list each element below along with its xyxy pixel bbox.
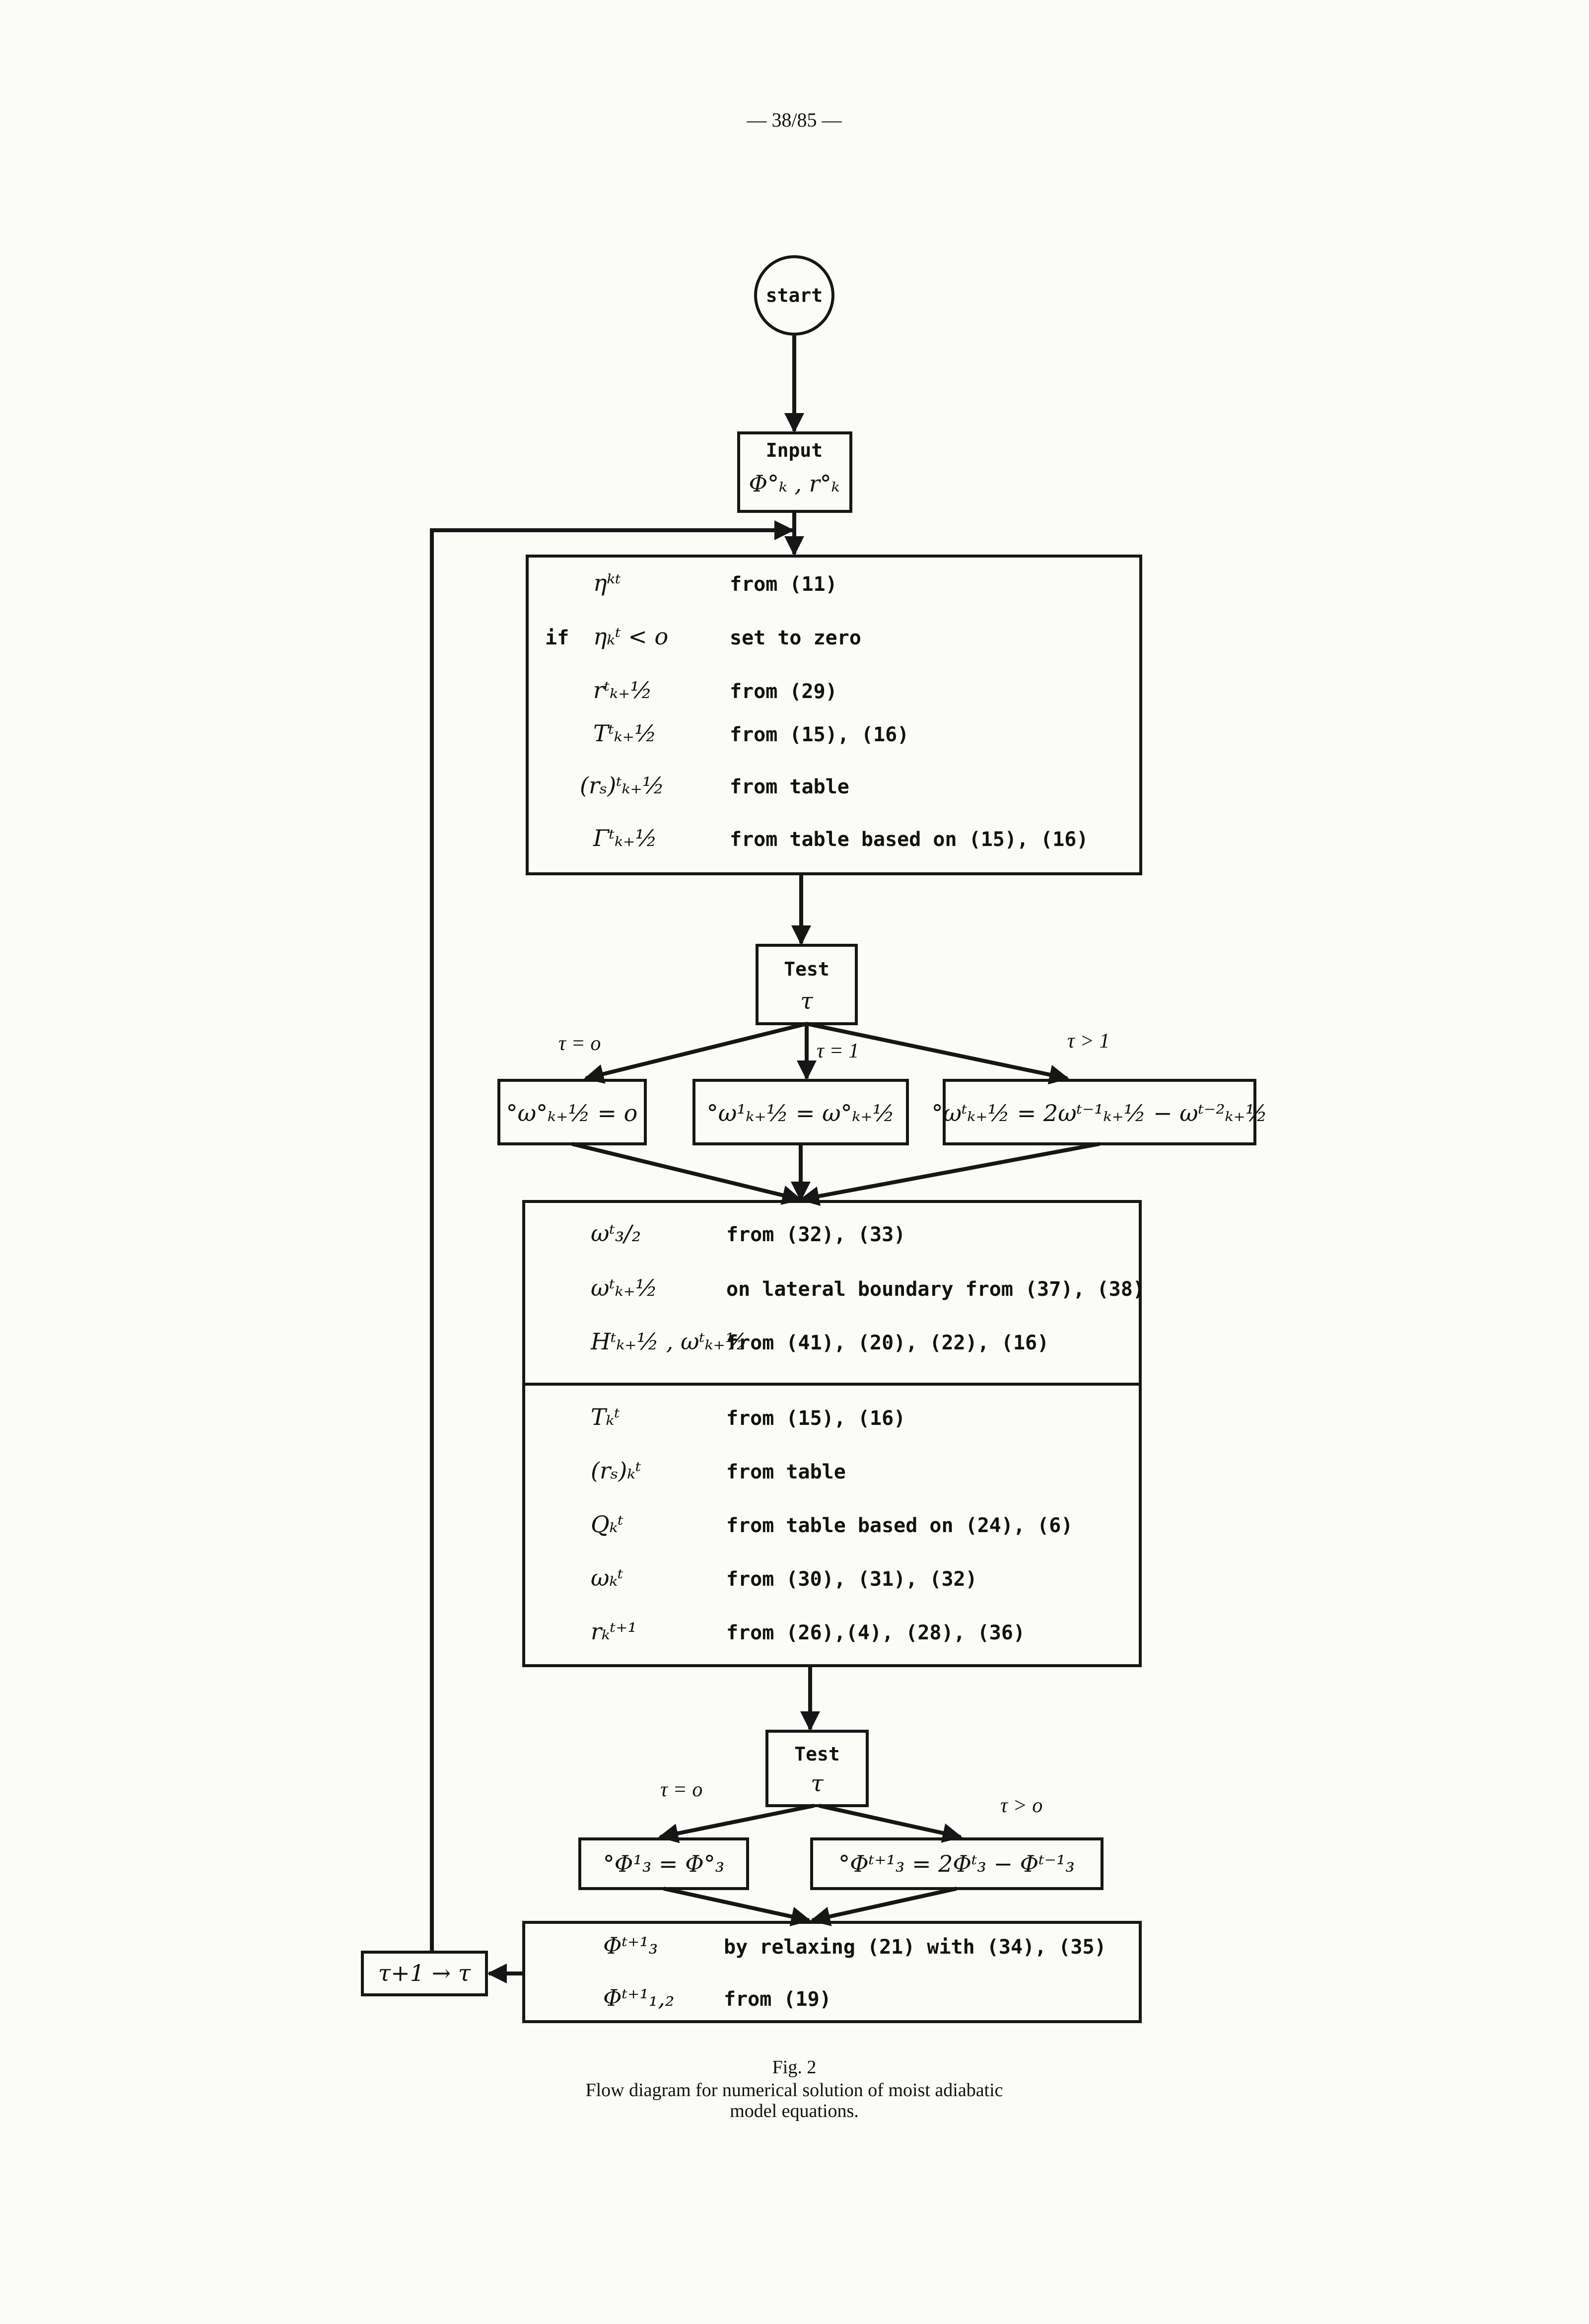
branch2-right-formula: °Φᵗ⁺¹₃ = 2Φᵗ₃ − Φᵗ⁻¹₃ [838,1850,1075,1877]
figure-number: Fig. 2 [772,2057,817,2078]
block2b-formula-2: Qₖᵗ [591,1511,623,1538]
block1-formula-eta-test: ηₖᵗ < o [593,623,668,650]
branch1-mid-formula: °ω¹ₖ₊½ = ω°ₖ₊½ [707,1100,895,1127]
branch1-right-condition: τ > 1 [1067,1030,1109,1053]
increment-label: τ+1 → τ [378,1960,472,1986]
increment-box: τ+1 → τ [361,1951,488,1996]
branch1-right-box: °ωᵗₖ₊½ = 2ωᵗ⁻¹ₖ₊½ − ωᵗ⁻²ₖ₊½ [932,1079,1268,1145]
start-node: start [754,255,834,336]
block1-desc-gamma: from table based on (15), (16) [730,828,1088,851]
branch2-right-box: °Φᵗ⁺¹₃ = 2Φᵗ₃ − Φᵗ⁻¹₃ [810,1837,1104,1890]
block3-desc-0: by relaxing (21) with (34), (35) [724,1936,1106,1959]
block2b-desc-4: from (26),(4), (28), (36) [726,1621,1025,1644]
block1-if-prefix: if [545,627,569,649]
block2b-formula-1: (rₛ)ₖᵗ [591,1457,641,1484]
branch1-right-formula: °ωᵗₖ₊½ = 2ωᵗ⁻¹ₖ₊½ − ωᵗ⁻²ₖ₊½ [932,1100,1268,1127]
block2b-desc-2: from table based on (24), (6) [726,1514,1073,1537]
figure-caption-line2: model equations. [730,2101,859,2121]
block2b-desc-3: from (30), (31), (32) [726,1568,977,1591]
test2-var: τ [811,1770,824,1797]
test1-var: τ [800,987,814,1014]
block1-desc-eta: from (11) [730,573,837,596]
block2b-formula-3: ωₖᵗ [591,1564,623,1591]
block1-formula-eta: ηᵏᵗ [593,569,621,596]
branch2-left-box: °Φ¹₃ = Φ°₃ [578,1837,749,1890]
arrow-test1-right [806,1022,1069,1085]
arrow-test1-left [584,1022,807,1084]
arrow-left-to-block2 [571,1142,802,1205]
block-three: Φᵗ⁺¹₃ by relaxing (21) with (34), (35) Φ… [522,1921,1142,2023]
arrow-test2-right [819,1804,963,1843]
input-box: Input Φ°ₖ , r°ₖ [737,431,852,513]
block2a-formula-0: ωᵗ₃/₂ [591,1220,641,1247]
branch1-mid-box: °ω¹ₖ₊½ = ω°ₖ₊½ [692,1079,909,1145]
input-title: Input [766,439,823,461]
arrow-right-to-block2 [799,1142,1100,1206]
block2b-desc-1: from table [726,1461,846,1483]
block1-formula-T: Tᵗₖ₊½ [593,720,657,747]
block1-desc-T: from (15), (16) [730,723,909,746]
block2a-desc-0: from (32), (33) [726,1223,905,1246]
block-one: if ηᵏᵗ from (11) ηₖᵗ < o set to zero rᵗₖ… [526,555,1142,875]
block2b-formula-0: Tₖᵗ [591,1404,620,1430]
arrow-left2-to-block3 [663,1887,811,1926]
arrow-feedback-loop [430,520,794,1952]
branch1-mid-condition: τ = 1 [817,1040,859,1062]
branch1-left-formula: °ω°ₖ₊½ = o [506,1100,638,1127]
branch2-right-condition: τ > o [1000,1794,1042,1817]
branch2-left-formula: °Φ¹₃ = Φ°₃ [603,1850,725,1877]
block3-formula-0: Φᵗ⁺¹₃ [603,1932,658,1959]
block1-formula-gamma: Γᵗₖ₊½ [593,825,657,851]
block1-formula-r: rᵗₖ₊½ [593,677,652,704]
start-label: start [766,284,823,306]
test-two-box: Test τ [765,1730,869,1807]
branch1-left-box: °ω°ₖ₊½ = o [497,1079,647,1145]
block2a-formula-1: ωᵗₖ₊½ [591,1274,658,1301]
block3-desc-1: from (19) [724,1988,831,2011]
block2b-formula-4: rₖᵗ⁺¹ [591,1618,637,1645]
page-number: — 38/85 — [746,109,842,131]
block1-formula-rs: (rₛ)ᵗₖ₊½ [580,772,664,799]
branch2-left-condition: τ = o [660,1778,702,1801]
test1-title: Test [784,958,829,980]
block2a-formula-2: Hᵗₖ₊½ , ωᵗₖ₊½ [590,1328,747,1355]
input-formula: Φ°ₖ , r°ₖ [749,470,839,497]
block1-desc-set-zero: set to zero [730,627,861,649]
block2b-desc-0: from (15), (16) [726,1407,905,1430]
figure-caption-line1: Flow diagram for numerical solution of m… [585,2080,1003,2101]
block3-formula-1: Φᵗ⁺¹₁,₂ [603,1984,674,2011]
block2a-desc-2: from (41), (20), (22), (16) [726,1332,1049,1354]
block-two: ωᵗ₃/₂ from (32), (33) ωᵗₖ₊½ on lateral b… [522,1200,1145,1667]
block1-desc-r: from (29) [730,680,837,703]
branch1-left-condition: τ = o [558,1032,601,1055]
arrow-test2-left [658,1804,815,1843]
test2-title: Test [794,1743,840,1765]
block2a-desc-1: on lateral boundary from (37), (38) [726,1278,1145,1301]
block1-desc-rs: from table [730,775,849,798]
test-one-box: Test τ [756,944,858,1025]
arrow-right2-to-block3 [810,1887,957,1926]
